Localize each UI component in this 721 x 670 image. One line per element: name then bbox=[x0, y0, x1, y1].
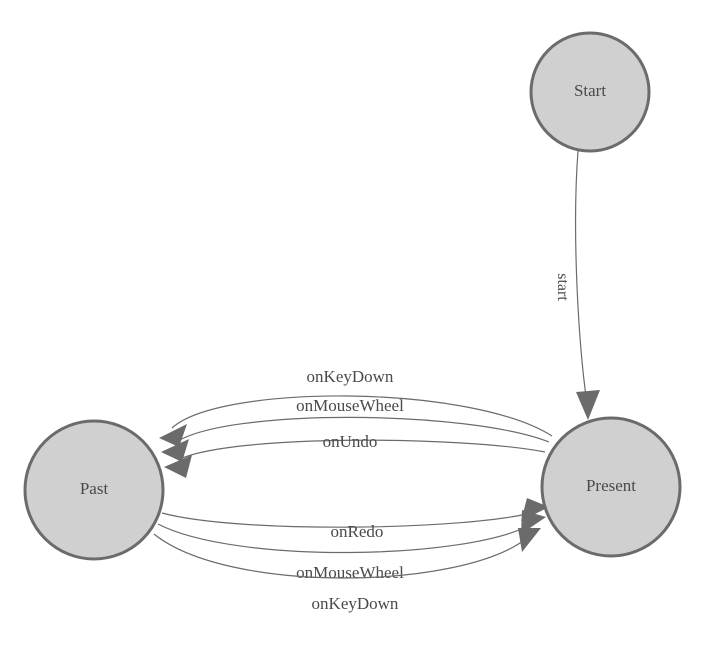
node-present[interactable]: Present bbox=[540, 416, 682, 558]
node-start-label: Start bbox=[574, 81, 606, 100]
node-start[interactable]: Start bbox=[529, 31, 651, 153]
edge-past-to-present-onmousewheel-label: onMouseWheel bbox=[296, 563, 404, 582]
edge-past-to-present-onkeydown-arrowhead bbox=[518, 528, 541, 552]
edge-present-to-past-onundo-arrowhead bbox=[164, 455, 192, 478]
edge-start-to-present-label: start bbox=[554, 273, 571, 301]
edge-start-to-present-path bbox=[575, 150, 588, 405]
edge-present-to-past-onkeydown-label: onKeyDown bbox=[307, 367, 394, 386]
edge-present-to-past-onmousewheel[interactable]: onMouseWheel bbox=[161, 396, 550, 462]
edge-past-to-present-onkeydown[interactable]: onKeyDown bbox=[153, 528, 541, 613]
edge-past-to-present-onmousewheel[interactable]: onMouseWheel bbox=[157, 510, 546, 582]
edge-present-to-past-onundo[interactable]: onUndo bbox=[164, 432, 546, 478]
edge-present-to-past-onmousewheel-label: onMouseWheel bbox=[296, 396, 404, 415]
edge-present-to-past-onkeydown-path bbox=[171, 395, 553, 437]
node-present-label: Present bbox=[586, 476, 636, 495]
edge-start-to-present[interactable]: start bbox=[554, 150, 600, 420]
edge-past-to-present-onkeydown-path bbox=[153, 533, 528, 579]
edge-past-to-present-onredo-label: onRedo bbox=[331, 522, 384, 541]
edge-present-to-past-onmousewheel-arrowhead bbox=[161, 439, 189, 462]
edge-present-to-past-onkeydown-arrowhead bbox=[159, 424, 187, 447]
edge-start-to-present-arrowhead bbox=[576, 390, 600, 420]
edge-present-to-past-onundo-path bbox=[177, 439, 546, 461]
edge-present-to-past-onundo-label: onUndo bbox=[323, 432, 378, 451]
edge-past-to-present-onmousewheel-path bbox=[157, 523, 533, 554]
edge-past-to-present-onredo[interactable]: onRedo bbox=[161, 498, 549, 541]
node-past-circle bbox=[23, 419, 165, 561]
edge-past-to-present-onredo-path bbox=[161, 511, 536, 528]
node-past-label: Past bbox=[80, 479, 109, 498]
node-start-circle bbox=[529, 31, 651, 153]
edge-past-to-present-onkeydown-label: onKeyDown bbox=[312, 594, 399, 613]
edge-present-to-past-onmousewheel-path bbox=[174, 416, 550, 444]
node-past[interactable]: Past bbox=[23, 419, 165, 561]
node-present-circle bbox=[540, 416, 682, 558]
edge-present-to-past-onkeydown[interactable]: onKeyDown bbox=[159, 367, 553, 447]
